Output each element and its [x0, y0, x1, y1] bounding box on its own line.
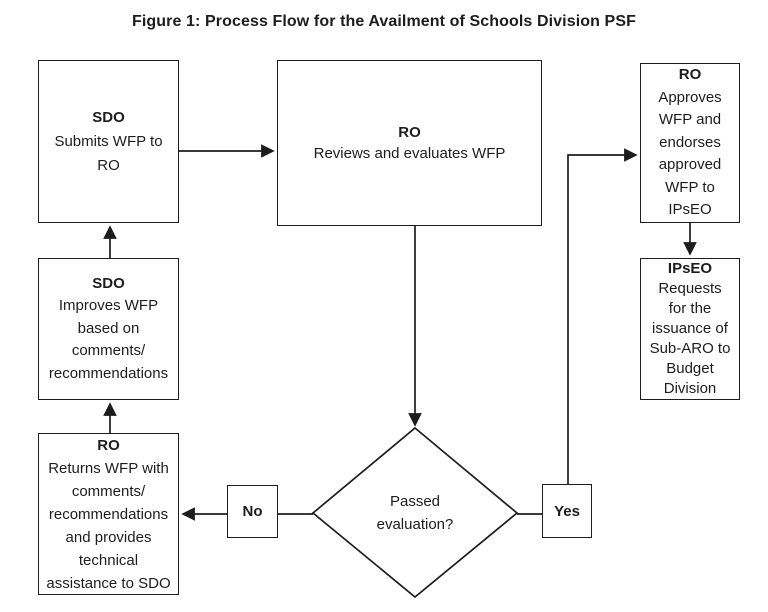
node-body: Requests for the issuance of Sub-ARO to … [649, 280, 731, 397]
node-header: SDO [92, 108, 125, 126]
branch-yes-text: Yes [554, 502, 580, 520]
branch-label-yes: Yes [542, 484, 592, 538]
node-header: RO [398, 124, 421, 141]
node-body: Returns WFP with comments/ recommendatio… [46, 459, 171, 592]
node-body: Reviews and evaluates WFP [313, 145, 506, 162]
figure-title: Figure 1: Process Flow for the Availment… [132, 13, 636, 30]
node-body: Approves WFP and endorses approved WFP t… [658, 88, 722, 219]
node-body: Improves WFP based on comments/ recommen… [48, 297, 169, 382]
node-header: IPsEO [667, 260, 713, 277]
node-header: SDO [92, 274, 125, 292]
decision-question: Passed evaluation? [376, 493, 454, 533]
node-ro-reviews-wfp: RO Reviews and evaluates WFP [277, 60, 542, 226]
branch-no-text: No [242, 503, 263, 520]
node-ro-returns-wfp: RO Returns WFP with comments/ recommenda… [38, 433, 179, 595]
node-header: RO [97, 436, 120, 454]
arrow-yes-to-approve [567, 148, 638, 484]
node-ro-approves-wfp: RO Approves WFP and endorses approved WF… [640, 63, 740, 223]
node-body: Submits WFP to RO [54, 132, 163, 174]
node-sdo-submits-wfp: SDO Submits WFP to RO [38, 60, 179, 223]
node-header: RO [678, 66, 702, 84]
branch-label-no: No [227, 485, 278, 538]
node-ipseo-requests-subaro: IPsEO Requests for the issuance of Sub-A… [640, 258, 740, 400]
node-sdo-improves-wfp: SDO Improves WFP based on comments/ reco… [38, 258, 179, 400]
